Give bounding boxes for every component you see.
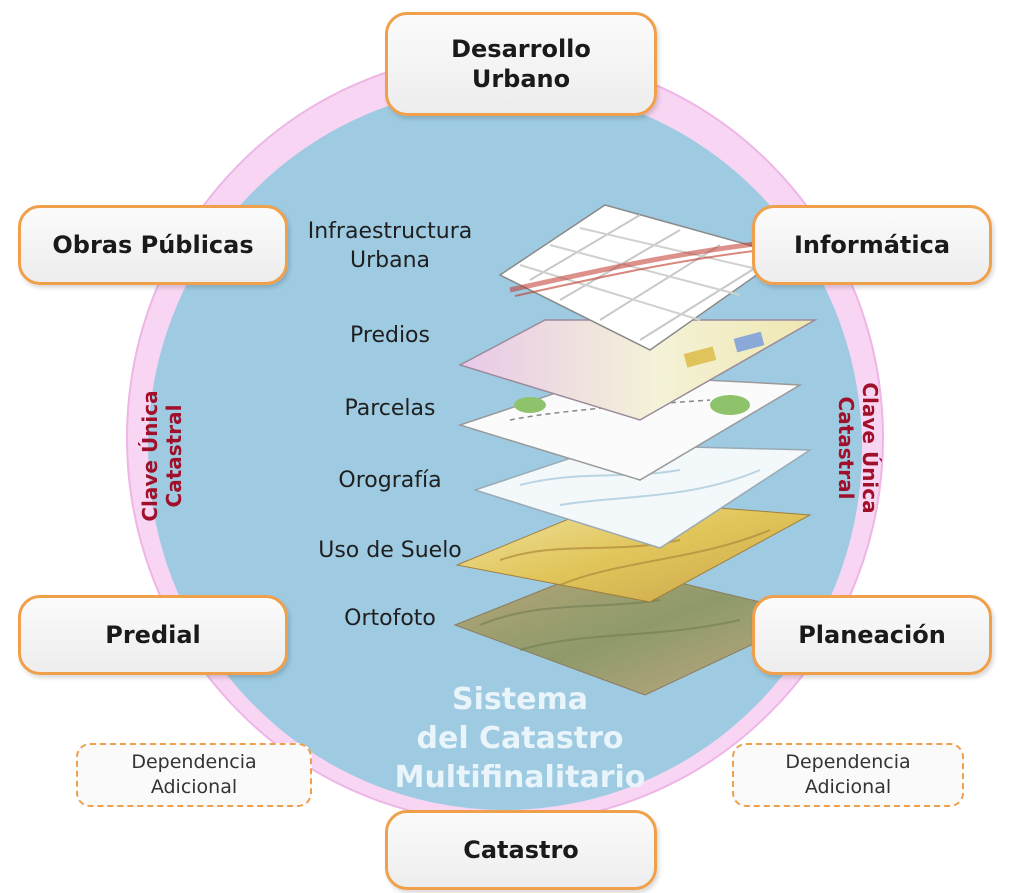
dept-planeacion: Planeación [752, 595, 992, 675]
dept-predial: Predial [18, 595, 288, 675]
layer-label-orografia: Orografía [338, 468, 442, 493]
layer-label-infraestructura: Infraestructura Urbana [307, 219, 473, 273]
dept-desarrollo-urbano: Desarrollo Urbano [385, 12, 657, 116]
layer-label-uso-suelo: Uso de Suelo [318, 538, 462, 563]
dept-informatica: Informática [752, 205, 992, 285]
dept-catastro: Catastro [385, 810, 657, 890]
layer-label-predios: Predios [350, 323, 430, 348]
layer-orografia-sheet [472, 444, 813, 549]
layer-label-ortofoto: Ortofoto [344, 606, 436, 631]
additional-dependency-left: Dependencia Adicional [76, 743, 312, 807]
system-title: Sistema del Catastro Multifinalitario [394, 682, 646, 795]
dept-obras-publicas: Obras Públicas [18, 205, 288, 285]
layer-uso-suelo-sheet [455, 499, 812, 603]
layer-parcelas-sheet [457, 374, 803, 481]
layer-predios-sheet [458, 319, 818, 421]
clave-unica-left: Clave Única Catastral [138, 390, 186, 522]
layer-label-parcelas: Parcelas [344, 396, 436, 421]
clave-unica-right: Clave Única Catastral [834, 382, 882, 514]
additional-dependency-right: Dependencia Adicional [732, 743, 964, 807]
